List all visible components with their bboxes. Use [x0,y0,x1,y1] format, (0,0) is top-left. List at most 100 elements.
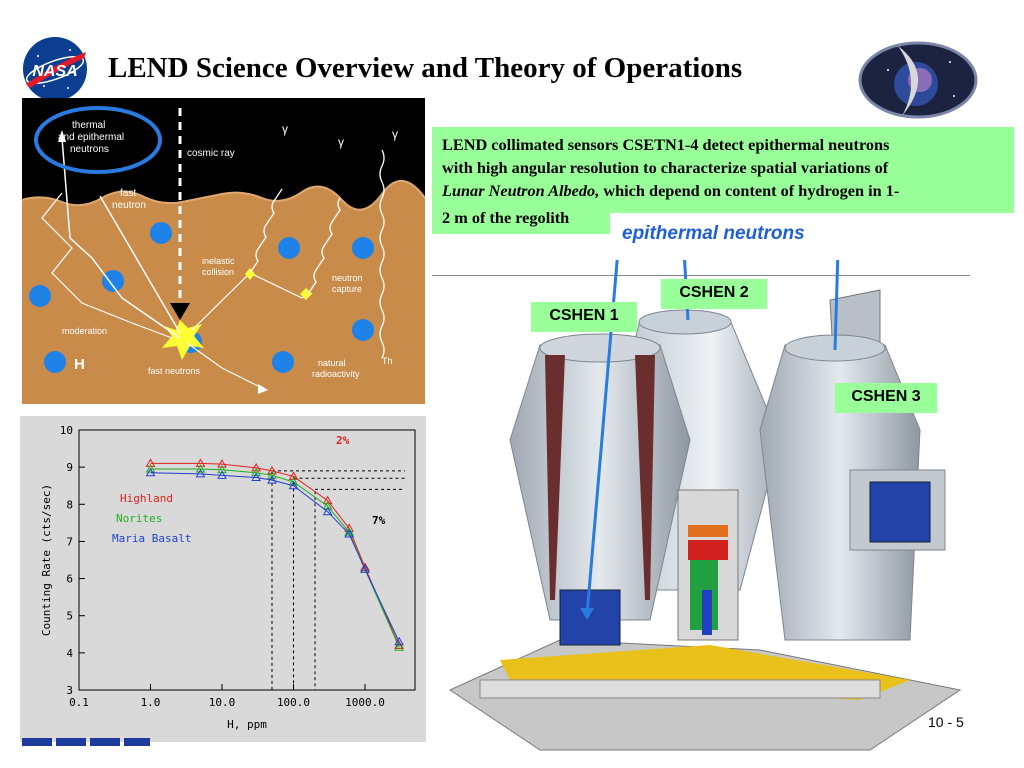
data-point [267,465,277,475]
gamma-symbol: γ [338,135,344,149]
lro-mission-logo [858,41,978,119]
x-axis-ticks: 0.1 1.0 10.0 100.0 1000.0 [69,684,385,709]
cshen-3-label: CSHEN 3 [835,383,937,413]
y-axis-label: Counting Rate (cts/sec) [40,484,53,636]
label-radioactivity: radioactivity [312,369,360,379]
y-tick-label: 10 [60,424,73,437]
neutron-path-3 [833,260,840,351]
data-point [145,458,156,467]
data-point [267,475,277,484]
hydrogen-dot [352,319,374,341]
footer-logo-strip [22,738,150,746]
cshen-2-label: CSHEN 2 [661,279,767,309]
data-point [288,480,299,490]
divider-line [432,275,970,276]
y-tick-label: 3 [66,684,73,697]
label-collision: collision [202,267,234,277]
data-point [251,472,261,482]
hydrogen-dot [150,222,172,244]
series-line [150,462,400,646]
data-point [288,476,299,486]
data-point [267,470,277,479]
legend-entry: Highland [120,492,173,505]
label-natural: natural [318,358,346,368]
label-fast-neutron: neutron [112,200,146,211]
y-tick-label: 5 [66,610,73,623]
x-axis-label: H, ppm [227,718,267,731]
hydrogen-dot [272,351,294,373]
data-point [251,467,261,477]
data-point [251,462,261,472]
x-tick-label: 0.1 [69,696,89,709]
hydrogen-dot [102,270,124,292]
y-tick-label: 7 [66,535,73,548]
data-point [217,459,227,468]
x-tick-label: 100.0 [277,696,310,709]
y-tick-label: 8 [66,498,73,511]
series-line [150,472,400,642]
label-inelastic: inelastic [202,256,235,266]
data-point [195,468,206,478]
data-point [322,501,333,510]
data-point [195,463,206,473]
thermal-highlight-ellipse [34,106,162,174]
slide-title: LEND Science Overview and Theory of Oper… [108,52,743,84]
label-neutrons: neutrons [70,144,109,155]
dashed-guides [271,470,405,690]
data-point [322,506,333,516]
description-box-tail [432,210,610,234]
data-point [288,471,299,480]
label-neutron-capture-2: capture [332,284,362,294]
data-point [195,458,206,467]
description-line-1: LEND collimated sensors CSETN1-4 detect … [442,135,890,154]
data-point [145,467,156,477]
description-line-3-italic: Lunar Neutron Albedo, [442,181,600,200]
data-point [394,642,404,651]
description-line-4: 2 m of the regolith [442,208,570,227]
hydrogen-dot [44,351,66,373]
annotation-2pct: 2% [336,434,350,447]
legend-entry: Norites [116,512,162,525]
label-thermal: thermal [72,120,105,131]
data-point [217,470,227,479]
page-number: 10 - 5 [928,714,964,730]
label-cosmic-ray: cosmic ray [187,148,235,159]
plot-frame [78,429,416,691]
x-tick-label: 10.0 [209,696,236,709]
legend-entry: Maria Basalt [112,532,191,545]
data-point [145,463,156,473]
y-tick-label: 9 [66,461,73,474]
data-point [217,464,227,474]
hydrogen-label: H [74,356,85,373]
hydrogen-dot [352,237,374,259]
y-tick-label: 4 [66,647,73,660]
description-line-2: with high angular resolution to characte… [442,158,889,177]
label-and-epithermal: and epithermal [58,132,124,143]
nasa-logo: NASA [23,37,87,101]
hydrogen-dot [29,285,51,307]
data-point [344,528,355,538]
counting-rate-chart: 3 4 5 6 7 8 9 10 0.1 1.0 10.0 100.0 1000.0 Highland… [20,416,426,742]
label-th: Th [382,356,393,366]
series-group [145,458,404,651]
x-tick-label: 1000.0 [345,696,385,709]
svg-text:NASA: NASA [32,63,77,80]
data-point [394,636,404,646]
epithermal-neutrons-label: epithermal neutrons [622,223,805,244]
cshen-1-label: CSHEN 1 [531,302,637,332]
hydrogen-dot [278,237,300,259]
x-tick-label: 1.0 [141,696,161,709]
description-line-3-rest: which depend on content of hydrogen in 1… [599,181,900,200]
data-point [360,564,370,573]
y-tick-label: 6 [66,573,73,586]
neutron-physics-diagram: H γ γ γ thermal and epithermal neutrons … [22,98,425,404]
lend-instrument-illustration [448,260,962,751]
impact-star [162,320,204,360]
gamma-symbol: γ [282,122,288,136]
description-box: LEND collimated sensors CSETN1-4 detect … [432,127,1014,213]
label-neutron-capture-1: neutron [332,273,363,283]
y-axis-ticks: 3 4 5 6 7 8 9 10 [60,424,85,697]
data-point [322,495,333,505]
annotation-7pct: 7% [372,514,386,527]
